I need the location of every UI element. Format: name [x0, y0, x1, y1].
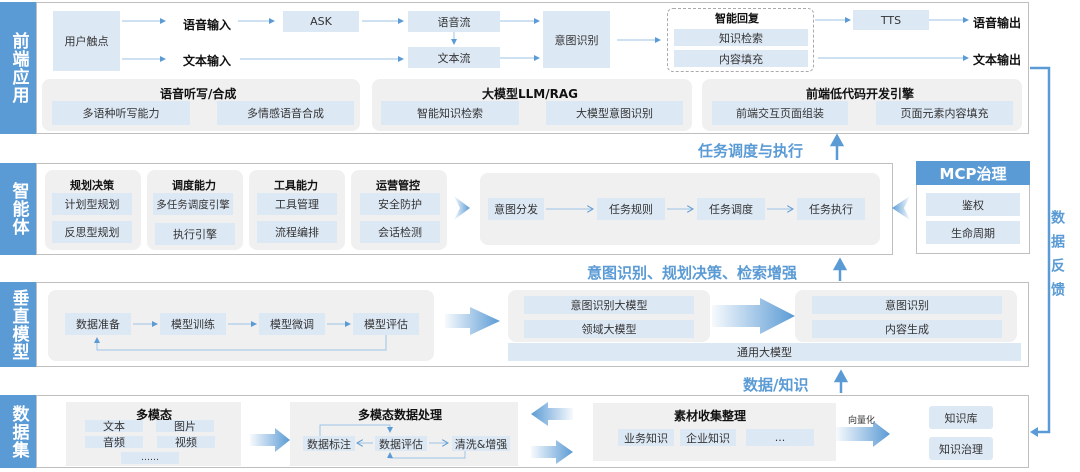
group-item: 工具管理 [257, 193, 337, 215]
tts-box: TTS [853, 10, 929, 30]
data-knowledge-label: 数据/知识 [743, 376, 809, 394]
layer-label-vertical: 垂直模型 [0, 282, 36, 367]
processing-item: 清洗&增强 [452, 436, 510, 451]
group-item: 多情感语音合成 [217, 101, 354, 125]
group-item: 计划型规划 [52, 193, 132, 215]
ask-box: ASK [283, 11, 359, 32]
mcp-item: 生命周期 [926, 221, 1020, 244]
ability-item: 内容生成 [812, 320, 1002, 338]
model-item: 领域大模型 [524, 320, 694, 338]
group-item: 智能知识检索 [381, 101, 519, 125]
processing-title: 多模态数据处理 [358, 408, 443, 422]
group-title: 前端低代码开发引擎 [806, 87, 915, 101]
group-item: 流程编排 [257, 221, 337, 243]
modality-item: 视频 [157, 436, 215, 449]
flow-step: 任务执行 [797, 198, 865, 220]
voice-output-label: 语音输出 [973, 16, 1022, 30]
training-step: 模型评估 [353, 313, 419, 335]
group-item: 多语种听写能力 [52, 101, 190, 125]
arrow [319, 424, 393, 436]
reply-item: 知识检索 [674, 29, 808, 46]
task-exec-label: 任务调度与执行 [698, 142, 804, 160]
layer-label-frontend: 前端应用 [0, 2, 36, 134]
group-title: 规划决策 [70, 179, 114, 192]
collect-title: 素材收集整理 [674, 409, 747, 423]
big-arrow-right [712, 298, 795, 334]
intent-recognition-box: 意图识别 [543, 11, 610, 68]
kb-item: 知识治理 [929, 437, 993, 460]
group-item: 大模型意图识别 [546, 101, 683, 125]
modality-item: …… [121, 452, 179, 464]
text-stream-box: 文本流 [408, 47, 500, 68]
big-arrow-right [250, 428, 290, 452]
mcp-title: MCP治理 [916, 161, 1030, 185]
intent-plan-label: 意图识别、规划决策、检索增强 [587, 264, 798, 282]
flow-step: 任务调度 [697, 198, 765, 220]
group-item: 安全防护 [360, 193, 440, 215]
big-arrow-right [454, 196, 470, 220]
model-item: 意图识别大模型 [524, 296, 694, 314]
collect-item: ... [746, 429, 814, 446]
group-title: 运营管控 [376, 179, 420, 192]
reply-item: 内容填充 [674, 50, 808, 67]
arrow [94, 335, 387, 351]
flow-step: 意图分发 [488, 198, 544, 220]
modality-item: 音频 [85, 436, 143, 449]
group-item: 会话检测 [360, 221, 440, 243]
collect-item: 企业知识 [680, 429, 736, 446]
group-title: 大模型LLM/RAG [482, 87, 578, 101]
processing-item: 数据标注 [303, 436, 355, 451]
arrow [387, 451, 466, 459]
group-item: 前端交互页面组装 [712, 101, 848, 125]
multimodal-title: 多模态 [136, 408, 173, 422]
base-model: 通用大模型 [508, 343, 1021, 361]
smart-reply-title: 智能回复 [715, 12, 759, 25]
group-title: 工具能力 [274, 179, 318, 192]
group-title: 调度能力 [172, 179, 216, 192]
kb-item: 知识库 [929, 406, 993, 429]
feedback-loop [1030, 66, 1051, 434]
flow-step: 任务规则 [597, 198, 665, 220]
feedback-label: 数据反馈 [1049, 210, 1065, 306]
ability-item: 意图识别 [812, 296, 1002, 314]
processing-item: 数据评估 [375, 436, 427, 451]
training-step: 数据准备 [65, 313, 131, 335]
processing-panel [290, 402, 518, 466]
group-title: 语音听写/合成 [160, 87, 237, 101]
mcp-item: 鉴权 [926, 193, 1020, 216]
voice-stream-box: 语音流 [408, 11, 500, 32]
modality-item: 文本 [85, 420, 143, 433]
text-input-label: 文本输入 [183, 54, 232, 68]
vectorize-label: 向量化 [848, 416, 876, 426]
big-arrow-left [892, 196, 910, 220]
big-arrow-right [531, 440, 573, 464]
touchpoint-box: 用户触点 [53, 11, 120, 71]
modality-item: 图片 [156, 420, 214, 433]
group-item: 反思型规划 [52, 221, 132, 243]
collect-item: 业务知识 [618, 429, 674, 446]
group-item: 执行引擎 [155, 223, 235, 245]
layer-label-agent: 智能体 [0, 163, 36, 255]
big-arrow-right [445, 307, 500, 335]
training-step: 模型微调 [259, 313, 325, 335]
smart-reply-group [667, 8, 814, 72]
big-arrow-right [836, 421, 890, 447]
text-output-label: 文本输出 [973, 53, 1022, 67]
training-step: 模型训练 [160, 313, 226, 335]
voice-input-label: 语音输入 [183, 18, 232, 32]
big-arrow-left [531, 402, 573, 426]
layer-label-dataset: 数据集 [0, 395, 36, 468]
group-item: 多任务调度引擎 [153, 193, 233, 215]
group-item: 页面元素内容填充 [876, 101, 1013, 125]
